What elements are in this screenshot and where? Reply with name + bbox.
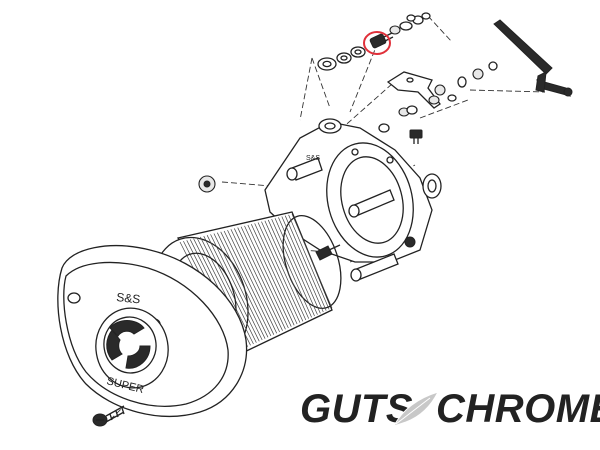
guts-chrome-watermark: GUTS CHROME xyxy=(300,387,600,431)
filter-pleat-line xyxy=(233,228,283,331)
filter-pleat-line xyxy=(217,232,269,338)
filter-pleat-line xyxy=(278,217,321,314)
filter-pleat-line xyxy=(274,218,318,315)
grommet-nut xyxy=(198,175,216,193)
filter-pleat-line xyxy=(200,236,254,345)
watermark-left-text: GUTS xyxy=(300,387,413,431)
filter-pleat-line xyxy=(213,233,266,339)
feather-icon xyxy=(393,391,439,427)
filter-pleat-line xyxy=(203,235,257,343)
washer-stack-right xyxy=(378,61,498,133)
back-plate: S&S xyxy=(264,118,442,282)
filter-pleat-line xyxy=(261,221,307,321)
mounting-bracket xyxy=(386,71,441,109)
highlight-circle xyxy=(363,31,391,55)
filter-pleat-line xyxy=(244,225,292,327)
filter-pleat-line xyxy=(220,231,272,337)
filter-pleat-line xyxy=(281,216,324,313)
filter-pleat-line xyxy=(267,219,312,318)
filter-pleat-line xyxy=(240,226,289,329)
filter-pleat-line xyxy=(264,220,310,319)
filter-pleat-line xyxy=(237,227,286,330)
filter-pleat-line xyxy=(223,230,275,335)
cover-screw xyxy=(92,405,125,427)
filter-pleat-line xyxy=(271,218,315,317)
backplate-brand-text: S&S xyxy=(306,155,320,162)
cover-brand-top: S&S xyxy=(116,290,141,306)
filter-pleat-line xyxy=(247,224,295,326)
filter-pleat-line xyxy=(284,215,327,311)
filter-pleat-line xyxy=(254,223,301,323)
filter-pleat-line xyxy=(291,213,333,309)
breather-bolt-highlighted xyxy=(363,31,394,55)
small-bolt-upper xyxy=(409,129,423,144)
filter-pleat-line xyxy=(257,222,304,322)
filter-pleat-line xyxy=(210,234,263,341)
filter-pleat-line xyxy=(230,229,280,333)
watermark-right-text: CHROME xyxy=(436,387,600,431)
filter-pleat-line xyxy=(227,229,278,334)
filter-pleat-line xyxy=(288,214,330,310)
filter-pleat-line xyxy=(206,235,260,342)
t-handle-tool xyxy=(493,19,573,97)
air-cleaner-cover: S&S SUPER xyxy=(57,245,248,417)
washer-stack-top xyxy=(317,12,431,71)
filter-pleat-line xyxy=(250,224,298,325)
sns-logo-emblem xyxy=(106,320,151,369)
